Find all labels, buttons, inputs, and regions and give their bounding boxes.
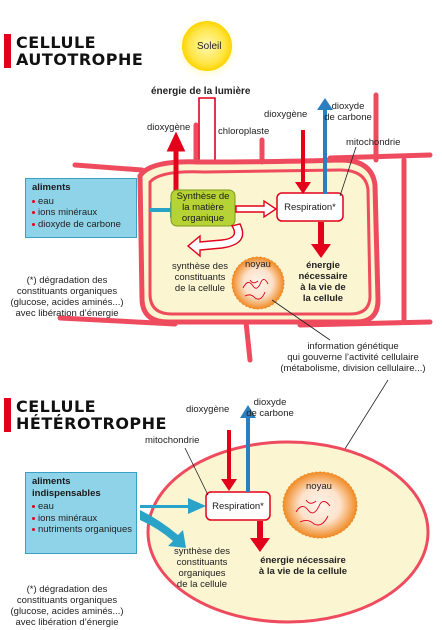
synthesis-to-respiration-arrow bbox=[235, 199, 278, 219]
food-item-ions-hetero: ions minéraux bbox=[32, 513, 132, 525]
food-item-water: eau bbox=[32, 196, 132, 208]
synthesis-down-arrow bbox=[186, 223, 244, 258]
footnote-hetero-line3: (glucose, acides aminés...) bbox=[10, 606, 124, 617]
food-synthesis-arrow-hetero bbox=[140, 510, 186, 548]
synthesis-out-auto-line2: constituants bbox=[174, 272, 226, 283]
respiration-box-hetero bbox=[205, 491, 271, 521]
co2-label-hetero-line2: de carbone bbox=[246, 408, 294, 419]
co2-out-arrow-auto bbox=[317, 98, 333, 194]
food-title-hetero-1: aliments bbox=[32, 476, 71, 487]
synthesis-out-hetero-line1: synthèse des bbox=[174, 546, 230, 557]
synthesis-out-hetero: synthèse des constituants organiques de … bbox=[162, 546, 242, 590]
energy-auto-line4: la cellule bbox=[302, 293, 344, 304]
co2-label-auto: dioxyde de carbone bbox=[318, 101, 378, 123]
food-box-auto: aliments eau ions minéraux dioxyde de ca… bbox=[25, 178, 137, 238]
dioxygen-right-label: dioxygène bbox=[264, 109, 308, 120]
footnote-auto-line4: avec libération d’énergie bbox=[15, 308, 119, 319]
light-energy-label: énergie de la lumière bbox=[151, 86, 251, 97]
chromatin-hetero bbox=[295, 499, 331, 526]
synthesis-line2: la matière bbox=[182, 202, 224, 213]
energy-out-arrow-hetero bbox=[250, 521, 270, 552]
food-box-hetero: aliments indispensables eau ions minérau… bbox=[25, 472, 137, 554]
co2-label-hetero: dioxyde de carbone bbox=[240, 397, 300, 419]
footnote-auto: (*) dégradation des constituants organiq… bbox=[2, 275, 132, 319]
dioxygen-in-arrow-auto bbox=[295, 130, 311, 194]
respiration-label-hetero: Respiration* bbox=[212, 501, 264, 512]
title-heterotrophe: CELLULE HÉTÉROTROPHE bbox=[16, 398, 167, 432]
footnote-auto-line3: (glucose, acides aminés...) bbox=[10, 297, 124, 308]
genetic-pointer-auto bbox=[271, 299, 331, 341]
title-bar-heterotrophe bbox=[4, 398, 11, 432]
synthesis-line3: organique bbox=[181, 213, 225, 224]
title-autotrophe-line1: CELLULE bbox=[16, 33, 97, 52]
respiration-box-auto bbox=[276, 192, 344, 222]
title-heterotrophe-line2: HÉTÉROTROPHE bbox=[16, 414, 167, 433]
genetic-info-line1: information génétique bbox=[307, 341, 399, 352]
sun-label: Soleil bbox=[197, 41, 222, 52]
nucleus-label-auto: noyau bbox=[245, 259, 271, 270]
chloroplast-label: chloroplaste bbox=[218, 126, 270, 137]
synthesis-out-hetero-line4: de la cellule bbox=[176, 579, 228, 590]
title-bar-autotrophe bbox=[4, 34, 11, 68]
footnote-hetero: (*) dégradation des constituants organiq… bbox=[2, 584, 132, 628]
food-item-ions: ions minéraux bbox=[32, 207, 132, 219]
energy-out-hetero: énergie nécessaire à la vie de la cellul… bbox=[248, 555, 358, 577]
mitochondria-label-hetero: mitochondrie bbox=[145, 435, 200, 446]
synthesis-box-label: Synthèse de la matière organique bbox=[171, 191, 235, 224]
co2-out-arrow-hetero bbox=[240, 405, 256, 492]
food-list-auto: eau ions minéraux dioxyde de carbone bbox=[26, 196, 136, 234]
cell-hetero bbox=[146, 440, 430, 624]
title-heterotrophe-line1: CELLULE bbox=[16, 397, 97, 416]
energy-out-auto: énergie nécessaire à la vie de la cellul… bbox=[293, 260, 353, 304]
title-autotrophe: CELLULE AUTOTROPHE bbox=[16, 34, 143, 68]
dioxygen-in-arrow-hetero bbox=[221, 430, 237, 491]
food-input-arrow-hetero bbox=[140, 498, 206, 514]
footnote-hetero-line2: constituants organiques bbox=[16, 595, 118, 606]
genetic-info-line2: qui gouverne l’activité cellulaire bbox=[287, 352, 419, 363]
mitochondria-pointer-auto bbox=[339, 146, 357, 197]
footnote-auto-line2: constituants organiques bbox=[16, 286, 118, 297]
nucleus-label-hetero: noyau bbox=[306, 481, 332, 492]
synthesis-box bbox=[170, 189, 236, 227]
co2-label-auto-line2: de carbone bbox=[324, 112, 372, 123]
energy-auto-line2: nécessaire bbox=[298, 271, 348, 282]
chromatin-auto bbox=[242, 279, 269, 300]
co2-label-auto-line1: dioxyde bbox=[331, 101, 365, 112]
mitochondria-pointer-hetero bbox=[184, 447, 209, 496]
synthesis-out-auto-line3: de la cellule bbox=[174, 283, 226, 294]
footnote-auto-line1: (*) dégradation des bbox=[26, 275, 108, 286]
footnote-hetero-line4: avec libération d’énergie bbox=[15, 617, 119, 628]
synthesis-out-hetero-line3: organiques bbox=[178, 568, 226, 579]
food-list-hetero: eau ions minéraux nutriments organiques bbox=[26, 501, 136, 539]
food-item-co2: dioxyde de carbone bbox=[32, 219, 132, 231]
food-title-auto: aliments bbox=[32, 182, 71, 193]
genetic-info-line3: (métabolisme, division cellulaire...) bbox=[280, 363, 426, 374]
synthesis-out-auto-line1: synthèse des bbox=[172, 261, 228, 272]
dioxygen-left-label: dioxygène bbox=[147, 122, 191, 133]
food-title-hetero-2: indispensables bbox=[32, 487, 101, 499]
dioxygen-out-arrow-auto bbox=[166, 131, 186, 192]
cell-wall-outline-autotrophe bbox=[148, 168, 372, 316]
dioxygen-label-hetero: dioxygène bbox=[186, 404, 230, 415]
food-item-nutrients-hetero: nutriments organiques bbox=[32, 524, 132, 536]
synthesis-line1: Synthèse de bbox=[176, 191, 230, 202]
synthesis-out-hetero-line2: constituants bbox=[176, 557, 228, 568]
sun-icon bbox=[182, 21, 232, 71]
food-item-water-hetero: eau bbox=[32, 501, 132, 513]
title-autotrophe-line2: AUTOTROPHE bbox=[16, 50, 144, 69]
energy-out-arrow-auto bbox=[311, 222, 331, 258]
co2-label-hetero-line1: dioxyde bbox=[253, 397, 287, 408]
energy-auto-line3: à la vie de bbox=[300, 282, 346, 293]
genetic-info-label: information génétique qui gouverne l’act… bbox=[268, 341, 438, 374]
mitochondria-label-auto: mitochondrie bbox=[346, 137, 401, 148]
energy-auto-line1: énergie bbox=[306, 260, 340, 271]
synthesis-out-auto: synthèse des constituants de la cellule bbox=[161, 261, 239, 294]
energy-hetero-line1: énergie nécessaire bbox=[260, 555, 346, 566]
energy-hetero-line2: à la vie de la cellule bbox=[258, 566, 348, 577]
footnote-hetero-line1: (*) dégradation des bbox=[26, 584, 108, 595]
respiration-label-auto: Respiration* bbox=[284, 202, 336, 213]
